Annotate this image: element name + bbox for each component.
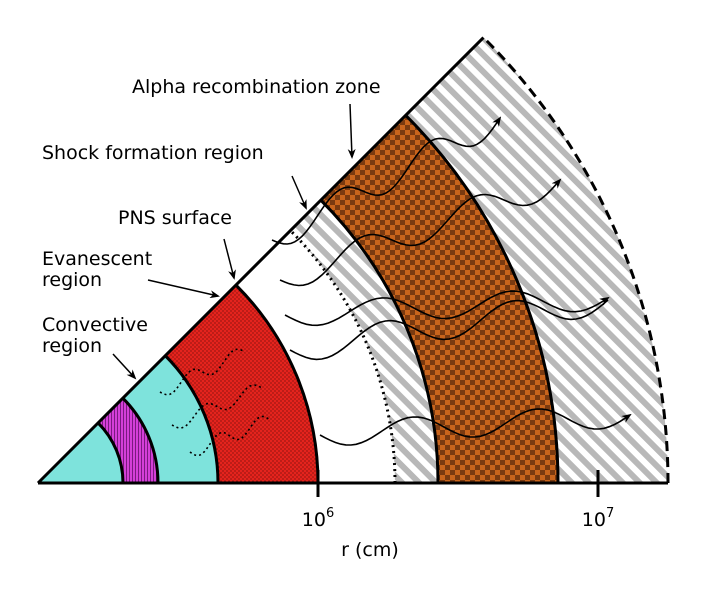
shell-boundaries <box>36 36 670 485</box>
label-convective-line1: Convective <box>42 314 148 336</box>
wave-path <box>171 384 263 429</box>
shell-boundary <box>404 114 560 484</box>
wave-path <box>284 290 610 327</box>
leader-arrows <box>112 103 356 380</box>
alpha-zone-layer <box>320 115 558 483</box>
outer-boundary-dashed <box>482 36 670 484</box>
wave-path <box>289 299 609 361</box>
shell-boundary <box>121 397 160 484</box>
x-axis-label: r (cm) <box>341 539 399 561</box>
magenta-band <box>98 398 158 483</box>
label-shock-formation: Shock formation region <box>42 142 264 164</box>
wave-path <box>279 178 562 287</box>
shell-boundary <box>319 199 440 484</box>
leader-arrow <box>223 238 236 280</box>
shock-boundary-dotted <box>289 229 397 484</box>
leader-arrow <box>347 103 356 159</box>
wedge-diagonal-edge <box>36 36 485 485</box>
wave-path <box>189 415 271 457</box>
wave-path <box>159 348 246 396</box>
label-convective-line2: region <box>42 335 102 357</box>
wave-paths <box>159 116 632 457</box>
label-evanescent-line1: Evanescent <box>42 248 152 270</box>
core-fill <box>38 422 123 483</box>
leader-arrow <box>291 175 307 210</box>
shell-boundary <box>97 421 125 484</box>
tick-label-1e7: 107 <box>582 506 614 531</box>
wave-path <box>271 116 502 245</box>
label-pns-surface: PNS surface <box>118 207 232 229</box>
tick-label-1e6: 106 <box>302 506 334 531</box>
shell-boundary <box>164 354 220 484</box>
label-alpha-recombination: Alpha recombination zone <box>132 76 381 98</box>
leader-arrow <box>147 279 220 299</box>
shell-boundary <box>234 283 320 484</box>
shell-layers <box>38 37 668 483</box>
wave-path <box>319 408 632 446</box>
pns-surface-band <box>165 285 318 483</box>
label-evanescent-line2: region <box>42 269 102 291</box>
leader-arrow <box>112 353 137 380</box>
